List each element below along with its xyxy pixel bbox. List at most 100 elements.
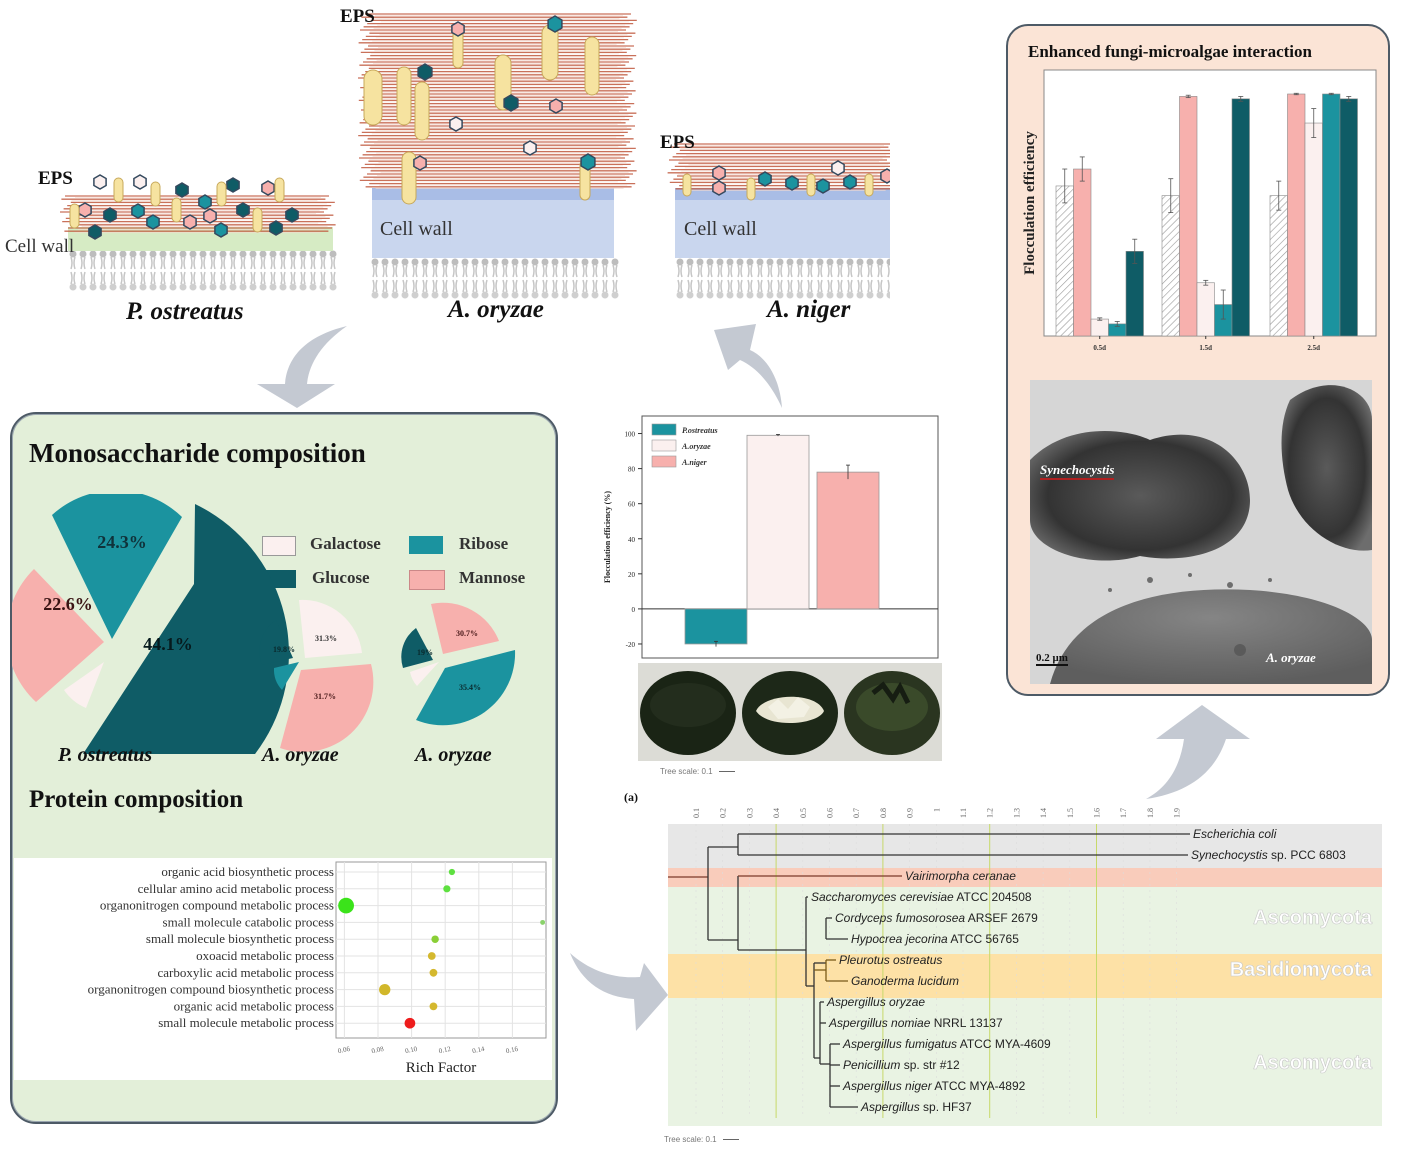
tree-tick-label: 1.8	[1146, 808, 1155, 818]
clade-label: Basidiomycota	[1230, 959, 1373, 981]
y-tick-label: 40	[628, 536, 636, 544]
legend-label: A.niger	[681, 458, 708, 467]
eps-molecules	[363, 15, 600, 205]
cell-wall-label: Cell wall	[5, 236, 75, 257]
clade-label: Ascomycota	[1253, 1052, 1373, 1074]
bar-1.5d-0	[1161, 195, 1180, 337]
pie-slice-glucose	[401, 628, 433, 668]
clade-band	[668, 954, 1382, 998]
y-axis-label: Flocculation efficiency (%)	[603, 491, 612, 583]
bubble-point	[404, 1017, 416, 1029]
photo-scale-label: Tree scale: 0.1	[660, 767, 735, 776]
taxon-label: Aspergillus fumigatus ATCC MYA-4609	[842, 1037, 1051, 1051]
taxon-label: Aspergillus oryzae	[826, 995, 925, 1009]
bar-0.5d-1	[1073, 168, 1092, 337]
y-tick-label: 80	[628, 466, 636, 474]
term-label: small molecule biosynthetic process	[146, 931, 334, 946]
bar-1.5d-4	[1231, 98, 1250, 337]
term-label: organonitrogen compound metabolic proces…	[100, 898, 334, 913]
term-label: small molecule metabolic process	[158, 1015, 334, 1030]
synechocystis-cell	[1281, 385, 1372, 551]
term-label: organic acid metabolic process	[174, 998, 334, 1013]
y-axis-label: Flocculation efficiency	[1022, 131, 1038, 275]
eps-label: EPS	[660, 132, 695, 153]
eps-molecules	[69, 174, 299, 240]
taxon-label: Pleurotus ostreatus	[839, 953, 942, 967]
tree-panel-label: (a)	[624, 790, 638, 804]
tree-tick-label: 1	[932, 808, 941, 812]
pie-slice-mannose	[12, 569, 104, 702]
synechocystis-cell	[1030, 431, 1250, 561]
taxon-label: Cordyceps fumosorosea ARSEF 2679	[835, 911, 1038, 925]
clade-label: Ascomycota	[1253, 907, 1373, 929]
taxon-label: Vairimorpha ceranae	[905, 869, 1016, 883]
pie-label: 19.8%	[273, 645, 295, 654]
term-label: oxoacid metabolic process	[196, 948, 334, 963]
y-tick-label: 0	[632, 606, 636, 614]
tree-tick-label: 0.6	[826, 808, 835, 818]
y-tick-label: 60	[628, 501, 636, 509]
curved-arrow-right-icon	[570, 953, 668, 1031]
taxon-label: Hypocrea jecorina ATCC 56765	[851, 932, 1019, 946]
eps-molecules	[682, 160, 894, 201]
monosaccharide-title: Monosaccharide composition	[29, 438, 366, 468]
flask-photo	[638, 663, 942, 761]
bar-p-ostreatus	[684, 608, 748, 645]
pie-label: 31.3%	[315, 634, 337, 643]
bar-1.5d-1	[1179, 96, 1198, 337]
eps-illustration-a-oryzae: EPS Cell wall A. oryzae	[340, 0, 650, 330]
bar-2.5d-0	[1269, 195, 1288, 337]
y-tick-label: 100	[625, 431, 636, 439]
plot-frame	[335, 861, 547, 1039]
term-label: organic acid biosynthetic process	[161, 864, 334, 879]
pie-species-label: P. ostreatus	[58, 744, 153, 766]
pie-label: 35.4%	[459, 683, 481, 692]
bar-0.5d-0	[1055, 185, 1074, 337]
tem-image-svg	[1030, 380, 1372, 684]
bar-2.5d-4	[1339, 98, 1358, 337]
tem-label-synechocystis: Synechocystis	[1040, 462, 1115, 480]
bar-a-oryzae	[746, 434, 810, 610]
x-axis-label: Rich Factor	[406, 1060, 476, 1076]
bar-0.5d-4	[1125, 251, 1144, 337]
bar-2.5d-2	[1304, 122, 1323, 337]
taxon-label: Escherichia coli	[1193, 827, 1277, 841]
clade-band	[668, 998, 1382, 1126]
scale-bar	[718, 771, 735, 773]
tree-tick-label: 0.9	[906, 808, 915, 818]
cell-wall-label: Cell wall	[684, 218, 757, 240]
y-tick-label: -20	[626, 641, 636, 649]
pie-slice-galactose	[299, 599, 362, 658]
tree-tick-label: 0.4	[772, 808, 781, 818]
bubble-point	[431, 935, 439, 943]
taxon-label: Saccharomyces cerevisiae ATCC 204508	[811, 890, 1032, 904]
bubble-point	[429, 1002, 438, 1011]
taxon-label: Synechocystis sp. PCC 6803	[1191, 848, 1346, 862]
tree-tick-label: 1.5	[1066, 808, 1075, 818]
y-tick-label: 20	[628, 571, 636, 579]
pie-slice-mannose	[280, 664, 374, 753]
pie-slice-mannose	[431, 602, 499, 654]
pie-slice-ribose	[416, 650, 516, 726]
membrane	[676, 258, 894, 299]
bar-1.5d-2	[1196, 282, 1215, 337]
bubble-point	[427, 952, 436, 960]
bubble-point	[540, 919, 546, 925]
pie-species-label: A. oryzae	[262, 744, 339, 766]
pie-label: 19%	[417, 648, 433, 657]
tree-tick-label: 1.9	[1173, 808, 1182, 818]
tree-tick-label: 0.1	[692, 808, 701, 818]
tree-tick-label: 1.3	[1012, 808, 1021, 818]
species-label: P. ostreatus	[126, 298, 244, 325]
pie-slice-galactose	[64, 662, 104, 708]
taxon-label: Aspergillus niger ATCC MYA-4892	[842, 1079, 1026, 1093]
legend-label: P.ostreatus	[682, 426, 718, 435]
legend-label: A.oryzae	[681, 442, 711, 451]
term-label: cellular amino acid metabolic process	[138, 881, 334, 896]
tree-tick-label: 0.7	[852, 808, 861, 818]
pie-label: 22.6%	[43, 594, 93, 614]
